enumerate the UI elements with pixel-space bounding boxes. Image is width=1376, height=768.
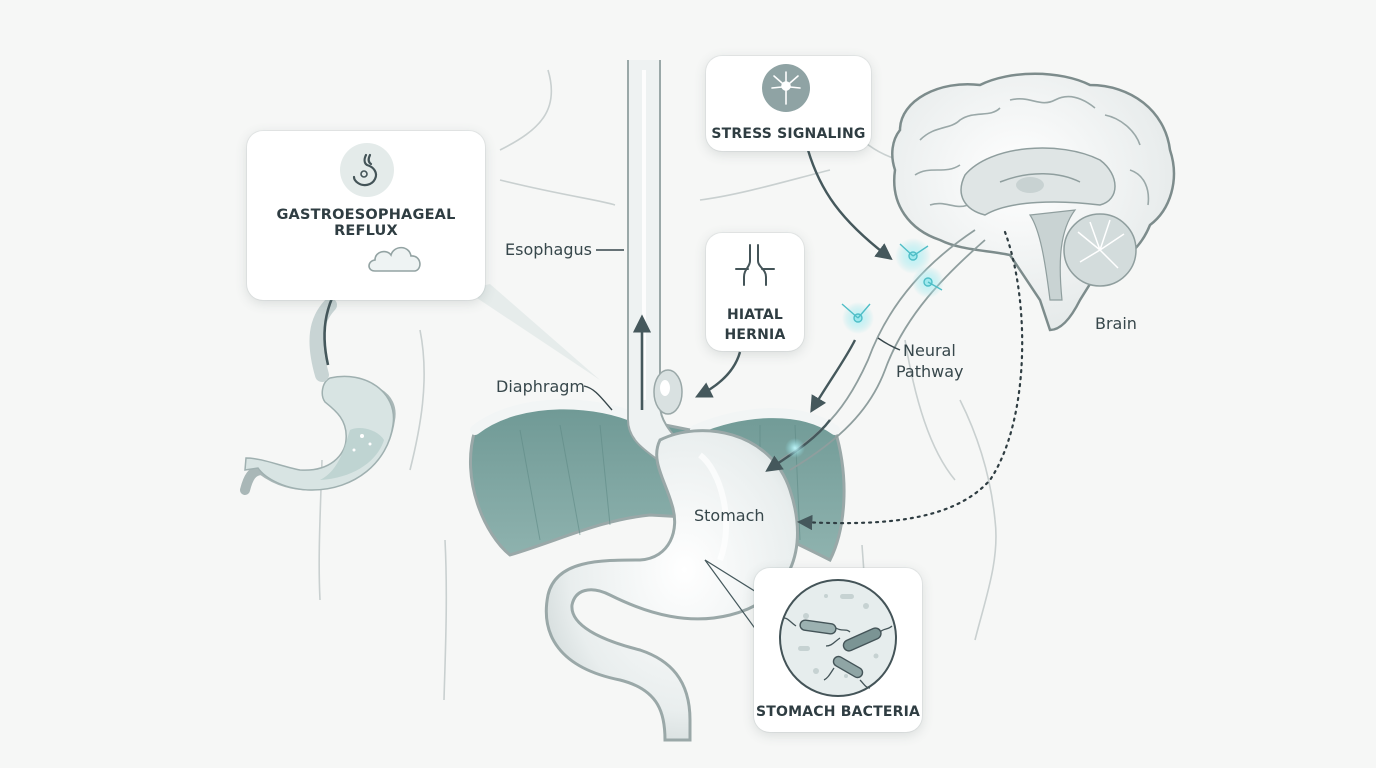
leader-lines bbox=[583, 249, 901, 411]
esophagus-label: Esophagus bbox=[505, 240, 592, 259]
diaphragm-label: Diaphragm bbox=[496, 377, 585, 396]
bacteria-icon bbox=[776, 576, 900, 700]
bacteria-card: STOMACH BACTERIA bbox=[754, 568, 922, 732]
reflux-callout-pointer bbox=[465, 284, 600, 380]
hernia-card: HIATAL HERNIA bbox=[706, 233, 804, 351]
stress-arrow bbox=[806, 149, 893, 261]
reflux-card-title: GASTROESOPHAGEAL REFLUX bbox=[276, 207, 456, 239]
neuron-icon bbox=[762, 64, 810, 112]
hernia-card-title-line2: HERNIA bbox=[724, 327, 786, 343]
brain-label: Brain bbox=[1095, 314, 1137, 333]
stomach-label: Stomach bbox=[694, 506, 765, 525]
cloud-icon bbox=[365, 239, 427, 279]
neural-pathway-label-line2: Pathway bbox=[896, 362, 964, 381]
stress-card-title: STRESS SIGNALING bbox=[711, 126, 866, 142]
hernia-arrow bbox=[694, 351, 742, 398]
neural-arrow-down bbox=[810, 339, 857, 413]
neuron-glows bbox=[785, 238, 944, 458]
reflux-stomach-illustration bbox=[240, 265, 396, 495]
gut-brain-dotted-path bbox=[796, 230, 1024, 531]
reflux-card: GASTROESOPHAGEAL REFLUX bbox=[247, 131, 485, 300]
esophagus-tube bbox=[627, 60, 702, 471]
brain bbox=[891, 72, 1176, 332]
bacteria-card-title: STOMACH BACTERIA bbox=[755, 704, 921, 720]
neural-pathway-label-line1: Neural bbox=[903, 341, 956, 360]
stomach-icon bbox=[340, 143, 394, 197]
stress-card: STRESS SIGNALING bbox=[706, 56, 871, 151]
hernia-icon bbox=[732, 243, 778, 287]
hernia-card-title-line1: HIATAL bbox=[726, 307, 784, 323]
